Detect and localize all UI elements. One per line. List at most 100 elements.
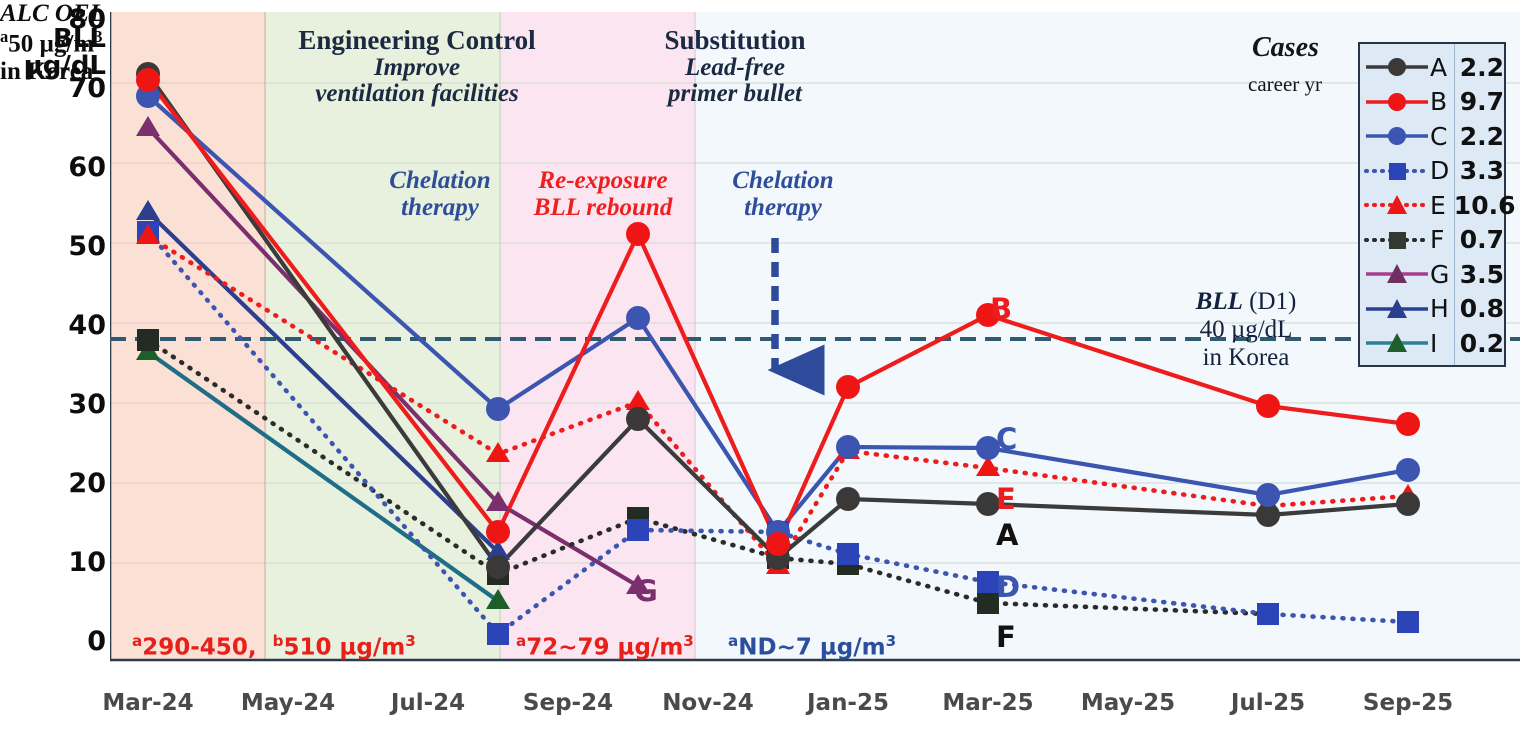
band-substitution-rebound (500, 12, 695, 660)
legend-symbol-A-icon (1366, 58, 1428, 77)
annotation-concentration-rebound: a72~79 µg/m3 (516, 632, 694, 661)
legend-name-B: B (1430, 87, 1448, 117)
annotation-alc-oel: ALC OEL a50 µg/m3 in Korea (0, 0, 220, 86)
legend-symbol-F-icon (1364, 231, 1430, 249)
legend-symbol-D-icon (1364, 162, 1430, 180)
series-line-C (146, 94, 1409, 536)
engineering-control-heading: Engineering Control (298, 25, 536, 55)
point-label-E: E (996, 482, 1016, 516)
conc3-sup: a (728, 632, 739, 650)
legend-symbol-C-icon (1366, 127, 1428, 146)
conc1-sup-a: a (132, 632, 143, 650)
band-engineering-control (265, 12, 500, 660)
y-axis-title: BLL µg/dL (10, 26, 106, 80)
legend-symbol-E-icon (1364, 195, 1430, 215)
x-tick-mar-25: Mar-25 (942, 690, 1034, 716)
chelation-2-line1: Chelation (732, 167, 834, 194)
legend-value-I: 0.2 (1459, 328, 1504, 358)
legend-symbol-H-icon (1366, 298, 1428, 318)
threshold-note-line2: 40 µg/dL (1199, 316, 1293, 343)
legend-item-C[interactable]: C 2.2 (1364, 119, 1504, 154)
series-line-E (145, 233, 1411, 570)
legend-name-D: D (1430, 156, 1450, 186)
annotation-substitution: Substitution Lead-free primer bullet (600, 26, 870, 108)
point-label-A: A (996, 518, 1019, 552)
legend-name-F: F (1430, 225, 1445, 255)
legend-name-E: E (1430, 190, 1446, 220)
legend-name-I: I (1430, 328, 1438, 358)
legend-value-A: 2.2 (1459, 52, 1504, 82)
series-markers-H (136, 200, 510, 560)
legend-item-A[interactable]: A 2.2 (1364, 50, 1504, 85)
annotation-engineering-control: Engineering Control Improve ventilation … (272, 26, 562, 108)
y-tick-20: 20 (68, 468, 106, 499)
substitution-sub-line2: primer bullet (667, 80, 803, 108)
legend-item-H[interactable]: H 0.8 (1364, 292, 1504, 327)
legend-value-H: 0.8 (1459, 294, 1504, 324)
x-tick-may-24: May-24 (240, 690, 336, 716)
conc2-exp: 3 (683, 632, 694, 650)
legend-value-D: 3.3 (1459, 156, 1504, 186)
y-tick-30: 30 (68, 389, 106, 420)
x-tick-nov-24: Nov-24 (662, 690, 754, 716)
series-line-H (146, 210, 500, 554)
point-label-D: D (996, 570, 1021, 604)
x-tick-jul-24: Jul-24 (390, 690, 466, 716)
legend-name-G: G (1430, 259, 1450, 289)
conc1-val-a: 290-450, (142, 634, 257, 661)
legend-value-B: 9.7 (1459, 87, 1504, 117)
x-tick-mar-24: Mar-24 (102, 690, 194, 716)
alc-oel-value: 50 µg/m (8, 30, 95, 58)
x-tick-sep-24: Sep-24 (522, 690, 614, 716)
point-label-G: G (634, 574, 658, 608)
legend-item-I[interactable]: I 0.2 (1364, 326, 1504, 361)
annotation-reexposure: Re-exposure BLL rebound (508, 167, 698, 221)
engineering-control-sub-line1: Improve (373, 53, 461, 81)
reexposure-line1: Re-exposure (538, 167, 668, 194)
y-tick-80: 80 (68, 4, 106, 35)
point-label-F: F (996, 620, 1016, 654)
x-tick-may-25: May-25 (1080, 690, 1176, 716)
series-line-A (146, 72, 1409, 571)
legend-item-D[interactable]: D 3.3 (1364, 154, 1504, 189)
threshold-note-line3: in Korea (1202, 344, 1290, 371)
series-line-I (146, 350, 500, 603)
legend-title: Cases (1252, 32, 1319, 63)
legend-box: A 2.2 B 9.7 C 2.2 D 3.3 E 10.6 F 0.7 (1358, 42, 1515, 367)
annotation-concentration-post: aND~7 µg/m3 (728, 632, 896, 661)
point-label-B: B (990, 292, 1013, 326)
conc1-val-b: 510 µg/m (283, 634, 406, 661)
legend-item-E[interactable]: E 10.6 (1364, 188, 1515, 223)
alc-oel-exp: 3 (94, 27, 103, 46)
alc-oel-sup-a: a (0, 27, 9, 46)
y-tick-10: 10 (68, 547, 106, 578)
conc3-val: ND~7 µg/m (738, 634, 886, 661)
substitution-heading: Substitution (664, 25, 806, 55)
legend-item-B[interactable]: B 9.7 (1364, 85, 1504, 120)
conc2-val: 72~79 µg/m (526, 634, 684, 661)
x-tick-jan-25: Jan-25 (806, 690, 889, 716)
legend-value-G: 3.5 (1459, 259, 1504, 289)
legend-item-G[interactable]: G 3.5 (1364, 257, 1504, 292)
x-tick-sep-25: Sep-25 (1362, 690, 1454, 716)
series-markers-B (136, 68, 1420, 556)
series-line-D (145, 229, 1411, 638)
alc-oel-line1: ALC OEL (0, 0, 220, 28)
y-tick-60: 60 (68, 152, 106, 183)
substitution-sub-line1: Lead-free (685, 53, 785, 81)
legend-symbol-G-icon (1366, 264, 1428, 284)
point-label-C: C (996, 422, 1018, 456)
series-markers-G (136, 116, 650, 594)
annotation-chelation-therapy-2: Chelation therapy (688, 167, 878, 221)
threshold-note-d1: (D1) (1242, 288, 1297, 315)
legend-name-A: A (1430, 52, 1448, 82)
y-axis-title-line1: BLL (53, 24, 106, 54)
conc1-sup-b: b (272, 632, 284, 650)
gridlines (110, 82, 1520, 564)
legend-item-F[interactable]: F 0.7 (1364, 223, 1504, 258)
x-tick-jul-25: Jul-25 (1230, 690, 1306, 716)
annotation-concentration-baseline: a290-450, b510 µg/m3 (132, 632, 416, 661)
alc-oel-line1-text: ALC OEL (0, 0, 105, 27)
series-markers-A (136, 62, 1420, 579)
y-axis-title-line2: µg/dL (23, 50, 106, 81)
